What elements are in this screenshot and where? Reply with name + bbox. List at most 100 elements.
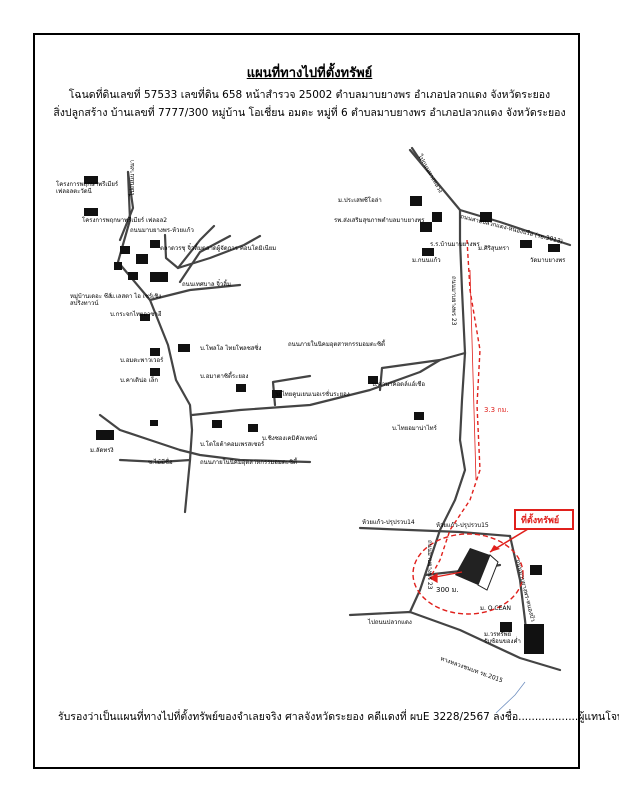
road-bottom <box>348 610 562 672</box>
building-icon <box>150 368 160 376</box>
label-village-sm: ซ.ไม้มีชื่อ <box>148 458 173 466</box>
deed-info-line: โฉนดที่ดินเลขที่ 57533 เลขที่ดิน 658 หน้… <box>68 89 551 101</box>
map-title: แผนที่ทางไปที่ตั้งทรัพย์ <box>246 66 373 81</box>
label-wat-mabyangporn: วัดมาบยางพร <box>530 257 566 264</box>
road-to-bangna <box>118 170 135 242</box>
building-icon <box>414 412 424 420</box>
label-road-mabyangporn-23-lower: ถนนมาบยางพร 23 <box>426 540 433 590</box>
building-icon <box>120 246 130 254</box>
label-road-huaikaew-right: ห้วยแก้ว-ปรุปรวบ15 <box>436 522 489 529</box>
page-border <box>33 33 580 769</box>
label-road-mabyangporn-huaikaew: ถนนมาบยางพร-ห้วยแก้ว <box>130 227 194 234</box>
label-mb-krachok: บ.กระจกไทยอาซาฮี <box>110 310 162 318</box>
label-road-huaikaew-left: ห้วยแก้ว-ปรุปรวบ14 <box>362 519 415 526</box>
label-mb-canat: บ.คานาคอดล์แอ์เชือ <box>372 380 425 388</box>
property-area-circle <box>412 533 524 615</box>
property-plot <box>455 548 499 591</box>
building-icon <box>150 420 158 426</box>
building-icon <box>128 272 138 280</box>
building-icon <box>422 248 434 256</box>
label-property: ที่ตั้งทรัพย์ <box>521 513 559 526</box>
label-mb-kaonin: บ.คาเดิน่อ เล็ก <box>120 375 158 384</box>
building-icon <box>248 424 258 432</box>
label-to-bangna: ไปถนนบางนา <box>128 160 136 197</box>
label-wat-sikhew: ม.ลัดทรงิ <box>90 447 114 454</box>
building-icon <box>500 622 512 632</box>
label-road-to-wat: ถนนเทศบาล จิ๋วลิ้ม <box>182 278 231 288</box>
road-north-branch <box>410 146 422 162</box>
road-west-branch <box>98 413 182 452</box>
distance-bar <box>469 269 477 481</box>
label-mb-amata-tower: บ.อมตะพาวเวอร์ <box>120 356 164 364</box>
label-m-watchatree: ม.วรทรัพย์รับซ้อนของค่ำ <box>484 630 521 645</box>
building-icon <box>480 212 492 222</box>
building-icon <box>368 376 378 384</box>
building-icon <box>150 348 160 356</box>
building-icon <box>530 565 542 575</box>
road-branch-ne <box>178 234 232 284</box>
label-market: ตลาดวรชุ จิ๋วลิ้มตลาดผู้จัดการ คอนโดมิเน… <box>160 242 276 252</box>
label-mb-thai-koon: บ.ไทยคูนเยนเนอเรชั่นระยอง <box>276 390 350 398</box>
building-icon <box>212 420 222 428</box>
building-info-line: สิ่งปลูกสร้าง บ้านเลขที่ 7777/300 หมู่บ้… <box>53 107 566 119</box>
building-icon <box>524 624 544 654</box>
building-icon <box>114 262 122 270</box>
building-icon <box>520 240 532 248</box>
label-mb-lestar: บ.เลสตา ไอ เชร์เชิง <box>110 292 161 300</box>
label-dist-3-3km: 3.3 กม. <box>484 406 508 414</box>
property-callout-arrowhead <box>490 545 500 552</box>
label-proj-pruksa-2: โครงการพฤกษาพรีเมียร์ เฟลอล2 <box>82 216 167 224</box>
label-mb-polo: บ.โพลโล ไทยโพลชสซิ่ง <box>200 344 262 352</box>
road-pluak-daeng <box>408 148 572 247</box>
label-mb-shin: บ.ชิงซองเคมิคัลเทคน์ <box>262 434 317 442</box>
label-mb-amata-rayong: บ.อมาตาซิตี้ระยอง <box>200 370 248 380</box>
route-line <box>429 239 481 579</box>
label-m-ocean: ม. O CEAN <box>480 605 511 612</box>
building-icon <box>548 244 560 252</box>
label-mb-toyota: บ.โตโยต้าคอมเพรสเซอร์ <box>200 440 265 448</box>
label-m-siriporn: ม.ศิริสุนทรา <box>478 245 509 252</box>
signature-scribble <box>495 681 526 714</box>
building-icon <box>136 254 148 264</box>
building-icon <box>178 344 190 352</box>
building-icon <box>272 390 282 398</box>
building-icon <box>432 212 442 222</box>
label-road-amata-bottom: ถนนภายในนิคมอุตสาหกรรมอมตะซิตี้ <box>200 456 298 466</box>
label-to-pluak-daeng: ไปถนนปลวกแดง <box>367 618 412 626</box>
route-path <box>429 239 481 579</box>
road-main-left <box>116 170 194 514</box>
label-village-sea: หมู่บ้านเดอะ ซีส์สปริงทาวน์ <box>70 292 112 307</box>
certification-footer: รับรองว่าเป็นแผนที่ทางไปที่ตั้งทรัพย์ของ… <box>58 711 619 723</box>
building-icon <box>96 430 114 440</box>
building-icon <box>150 240 160 248</box>
distance-300m-marker <box>428 571 463 584</box>
label-mb-thai-amanit: บ.ไทยอมาน่าไทร์ <box>392 424 438 432</box>
label-hospital: รพ.ส่งเสริมสุขภาพตำบลมาบยางพร <box>334 217 425 224</box>
map-labels: โครงการพฤกษาพรีเมียร์เฟลอลตะวัดนี ไปถนนบ… <box>56 152 566 684</box>
building-icon <box>410 196 422 206</box>
road-industrial-right <box>378 358 442 392</box>
road-huaikaew-14 <box>358 526 512 538</box>
label-road-mabyangporn-23: ถนนมาบยางพร 23 <box>450 276 457 326</box>
label-m-kokkaew: ม.กนนแก้ว <box>412 257 441 264</box>
label-school-nong: ม.ประเสพชีโอล่า <box>338 196 382 204</box>
label-road-amata-top: ถนนภายในนิคมอุตสาหกรรมอมตะซิตี้ <box>288 338 386 348</box>
road-south-left <box>118 458 192 464</box>
label-dist-300m: 300 ม. <box>436 586 458 594</box>
building-icon <box>150 272 168 282</box>
building-icon <box>84 208 98 216</box>
road-branch-east-top <box>176 234 262 270</box>
road-mabyangporn-23 <box>408 208 467 614</box>
label-proj-pruksa-city: โครงการพฤกษาพรีเมียร์เฟลอลตะวัดนี <box>56 180 119 195</box>
label-to-chonburi: ไปถนนทางหลวง <box>416 152 445 194</box>
label-road-highway-2015: ทางหลวงชนบท รย.2015 <box>439 655 504 684</box>
road-branch-wat <box>148 283 242 302</box>
building-icon <box>420 222 432 232</box>
building-icon <box>140 314 150 321</box>
label-rr-mabyangporn: ร.ร.บ้านมาบยางพร <box>430 241 480 248</box>
building-icons <box>84 176 560 654</box>
road-industrial-bottom <box>178 448 312 464</box>
building-icon <box>236 384 246 392</box>
property-callout-box <box>514 509 574 530</box>
